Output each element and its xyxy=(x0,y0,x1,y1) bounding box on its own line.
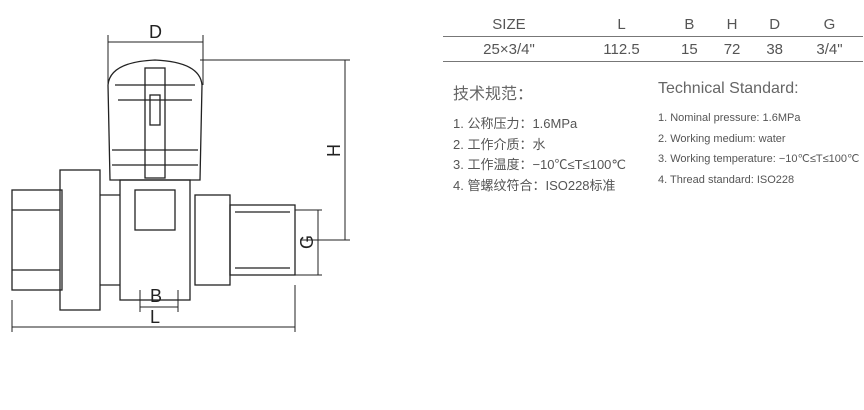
cn-item: 4. 管螺纹符合：ISO228标准 xyxy=(453,177,616,193)
cn-item: 1. 公称压力：1.6MPa xyxy=(453,116,578,131)
right-nut xyxy=(194,194,231,286)
spec-table: SIZE L B H D G 25×3/4" 112.5 15 72 38 3/… xyxy=(443,12,863,62)
value-l: 112.5 xyxy=(574,36,669,62)
value-g: 3/4" xyxy=(796,36,863,62)
header-b: B xyxy=(668,12,711,37)
cn-item: 3. 工作温度：−10℃≤T≤100℃ xyxy=(453,157,627,172)
value-d: 38 xyxy=(753,36,796,62)
dim-l-label: L xyxy=(150,307,160,327)
dim-g-label: G xyxy=(297,235,317,249)
en-item: 4. Thread standard: ISO228 xyxy=(658,173,795,186)
dim-h-label: H xyxy=(324,144,344,157)
valve-drawing: D H G B L xyxy=(11,22,350,332)
dim-b-label: B xyxy=(150,286,162,306)
left-union xyxy=(59,169,101,311)
cn-title: 技术规范： xyxy=(453,86,534,103)
en-title: Technical Standard: xyxy=(658,80,799,97)
value-b: 15 xyxy=(668,36,711,62)
valve-body xyxy=(119,179,191,301)
en-item: 3. Working temperature: −10℃≤T≤100℃ xyxy=(658,153,860,165)
header-h: H xyxy=(710,12,754,37)
value-h: 72 xyxy=(710,36,754,62)
dim-d-label: D xyxy=(149,22,162,42)
cn-spec-section: 技术规范： 1. 公称压力：1.6MPa 2. 工作介质：水 3. 工作温度：−… xyxy=(453,80,626,196)
en-item: 1. Nominal pressure: 1.6MPa xyxy=(658,112,801,124)
header-g: G xyxy=(796,12,863,37)
handle-cap xyxy=(107,59,203,181)
value-size: 25×3/4" xyxy=(443,36,575,62)
header-size: SIZE xyxy=(443,12,575,37)
en-spec-section: Technical Standard: 1. Nominal pressure:… xyxy=(658,80,859,190)
header-l: L xyxy=(574,12,669,37)
en-item: 2. Working medium: water xyxy=(658,132,786,145)
cn-item: 2. 工作介质：水 xyxy=(453,136,546,152)
header-d: D xyxy=(753,12,796,37)
